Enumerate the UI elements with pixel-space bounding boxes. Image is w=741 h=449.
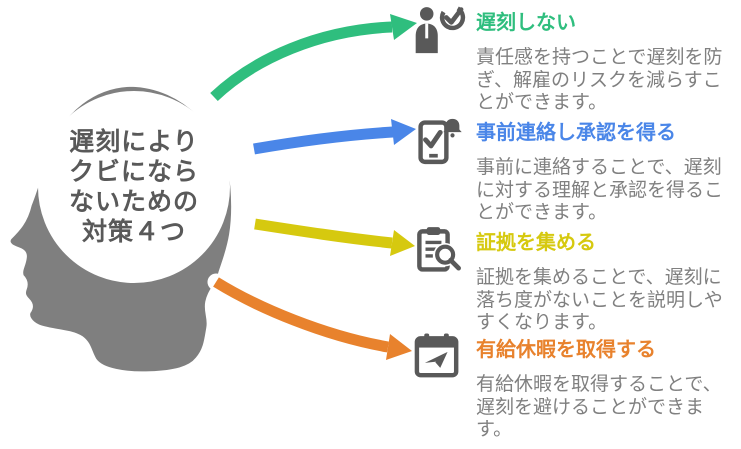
list-item-collect-evidence: 証拠を集める 証拠を集めることで、遅刻に 落ち度がないことを説明しや すくなりま… bbox=[412, 224, 741, 335]
item-title: 証拠を集める bbox=[476, 232, 596, 254]
arrow-yellow bbox=[246, 215, 419, 260]
arrow-blue bbox=[245, 115, 420, 158]
arrow-green bbox=[205, 10, 421, 106]
item-description: 有給休暇を取得することで、 遅刻を避けることができま す。 bbox=[476, 374, 722, 440]
list-item-dont-be-late: 遅刻しない 責任感を持つことで遅刻を防 ぎ、解雇のリスクを減らすこ とができます… bbox=[412, 4, 741, 115]
item-title: 遅刻しない bbox=[476, 12, 576, 34]
head-topic-text: 遅刻により クビになら ないための 対策４つ bbox=[68, 128, 199, 246]
item-description: 証拠を集めることで、遅刻に 落ち度がないことを説明しや すくなります。 bbox=[476, 267, 723, 333]
item-title: 有給休暇を取得する bbox=[476, 339, 656, 361]
head-silhouette bbox=[7, 83, 235, 375]
item-description: 責任感を持つことで遅刻を防 ぎ、解雇のリスクを減らすこ とができます。 bbox=[476, 47, 723, 113]
calendar-plane-icon bbox=[414, 333, 459, 378]
item-description: 事前に連絡することで、遅刻 に対する理解と承認を得るこ とができます。 bbox=[476, 157, 724, 223]
list-item-contact-in-advance: 事前連絡し承認を得る 事前に連絡することで、遅刻 に対する理解と承認を得るこ と… bbox=[412, 114, 741, 225]
phone-bell-check-icon bbox=[418, 118, 462, 165]
item-title: 事前連絡し承認を得る bbox=[476, 122, 676, 144]
arrow-orange bbox=[207, 273, 416, 364]
person-check-icon bbox=[415, 4, 466, 54]
list-item-paid-leave: 有給休暇を取得する 有給休暇を取得することで、 遅刻を避けることができま す。 bbox=[412, 331, 741, 442]
brain-circle bbox=[38, 91, 230, 283]
clipboard-search-icon bbox=[417, 227, 461, 272]
